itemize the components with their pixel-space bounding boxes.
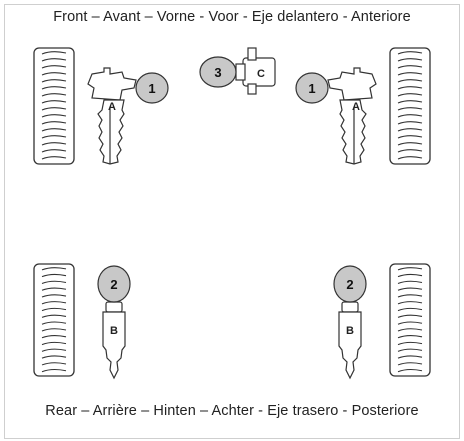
- rear-left-label-b: B: [110, 325, 118, 337]
- front-left-strut: [87, 67, 137, 165]
- front-right-bubble-1: 1: [295, 72, 329, 104]
- rear-left-bubble-2: 2: [97, 265, 131, 303]
- front-caption: Front – Avant – Vorne - Voor - Eje delan…: [53, 9, 411, 25]
- front-right-tire: [389, 47, 431, 165]
- rear-left-tire: [33, 263, 75, 377]
- svg-text:2: 2: [346, 277, 353, 292]
- rear-right-label-b: B: [346, 325, 354, 337]
- svg-text:2: 2: [110, 277, 117, 292]
- front-left-label-a: A: [108, 101, 116, 113]
- front-right-label-a: A: [352, 101, 360, 113]
- svg-text:3: 3: [214, 65, 221, 80]
- rear-caption: Rear – Arrière – Hinten – Achter - Eje t…: [45, 403, 419, 419]
- center-label-c: C: [257, 68, 265, 80]
- diagram-frame: [4, 4, 460, 439]
- rear-right-tire: [389, 263, 431, 377]
- center-bubble-3: 3: [199, 56, 237, 88]
- svg-text:1: 1: [148, 81, 155, 96]
- front-left-tire: [33, 47, 75, 165]
- svg-text:1: 1: [308, 81, 315, 96]
- rear-right-bubble-2: 2: [333, 265, 367, 303]
- center-part: [235, 47, 276, 95]
- rear-left-shock: [102, 301, 126, 380]
- rear-right-shock: [338, 301, 362, 380]
- front-left-bubble-1: 1: [135, 72, 169, 104]
- front-right-strut: [327, 67, 377, 165]
